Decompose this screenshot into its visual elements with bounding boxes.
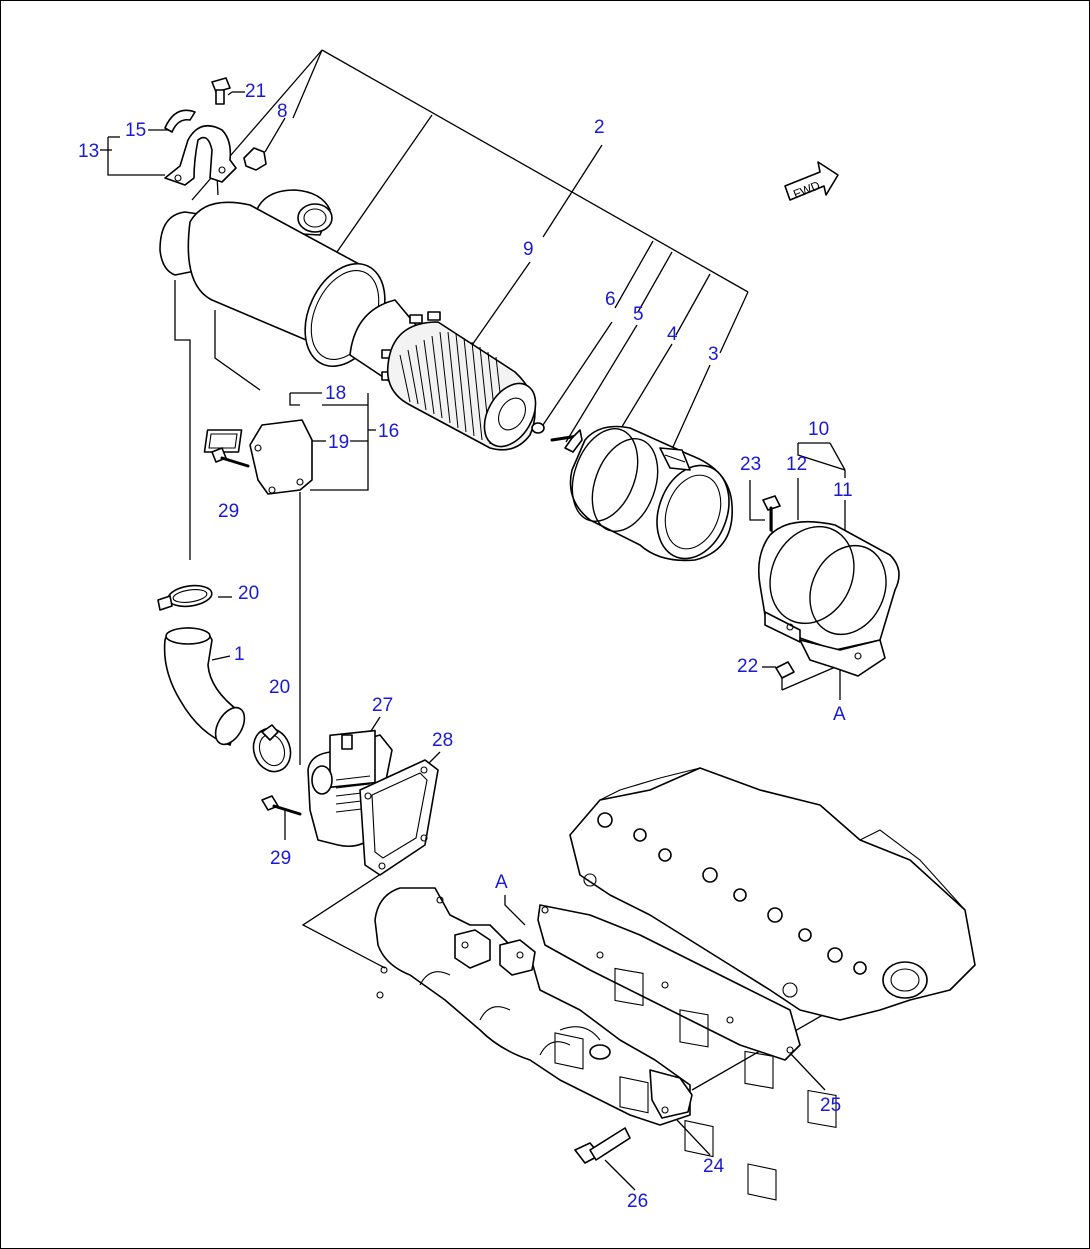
callout-3: 3 bbox=[708, 344, 719, 365]
filter-element-9 bbox=[386, 321, 537, 451]
callout-12: 12 bbox=[786, 454, 807, 475]
callout-ref-a-upper: A bbox=[495, 872, 508, 893]
leader-lines bbox=[100, 49, 846, 1191]
nut-8 bbox=[243, 147, 267, 171]
bolt-21 bbox=[211, 77, 231, 105]
bolt-23 bbox=[762, 495, 781, 532]
callout-29-lower: 29 bbox=[270, 848, 291, 869]
callout-19: 19 bbox=[328, 432, 349, 453]
callout-16: 16 bbox=[378, 421, 399, 442]
callout-5: 5 bbox=[633, 304, 644, 325]
callout-labels: 21 8 15 13 2 9 6 5 4 3 18 19 16 29 20 1 … bbox=[78, 81, 853, 1212]
bolt-22 bbox=[775, 661, 795, 679]
bolt-29-lower bbox=[261, 795, 302, 816]
callout-20-mid: 20 bbox=[269, 677, 290, 698]
callout-25: 25 bbox=[820, 1095, 841, 1116]
air-cleaner-body bbox=[159, 189, 441, 386]
bolt-29-upper bbox=[211, 447, 250, 468]
cylinder-head bbox=[569, 767, 976, 1129]
manifold-gasket-25 bbox=[537, 904, 801, 1201]
callout-4: 4 bbox=[667, 324, 678, 345]
bolt-26 bbox=[574, 1127, 631, 1164]
callout-11: 11 bbox=[833, 480, 853, 501]
elbow-hose-1 bbox=[163, 627, 246, 746]
callout-8: 8 bbox=[277, 101, 288, 122]
callout-23: 23 bbox=[740, 454, 761, 475]
callout-1: 1 bbox=[234, 644, 245, 665]
callout-21: 21 bbox=[245, 81, 266, 102]
callout-20-upper: 20 bbox=[238, 583, 259, 604]
mounting-band-10 bbox=[757, 520, 900, 677]
callout-28: 28 bbox=[432, 730, 453, 751]
hose-clamp-20-upper bbox=[157, 584, 213, 611]
callout-29-upper: 29 bbox=[218, 501, 239, 522]
callout-10: 10 bbox=[808, 419, 829, 440]
callout-24: 24 bbox=[703, 1156, 725, 1177]
callout-27: 27 bbox=[372, 695, 393, 716]
callout-2: 2 bbox=[594, 117, 605, 138]
callout-6: 6 bbox=[605, 289, 616, 310]
forward-arrow-icon: FWD bbox=[784, 161, 839, 201]
callout-15: 15 bbox=[125, 120, 146, 141]
hose-clamp-20-lower bbox=[252, 724, 292, 773]
dust-cup-cover-4 bbox=[569, 425, 733, 562]
callout-9: 9 bbox=[523, 239, 534, 260]
washer-6 bbox=[531, 422, 545, 434]
callout-13: 13 bbox=[78, 141, 99, 162]
mount-bracket-13 bbox=[164, 109, 237, 186]
intake-manifold-24 bbox=[374, 887, 693, 1126]
callout-18: 18 bbox=[325, 383, 346, 404]
callout-ref-a-lower: A bbox=[833, 704, 846, 725]
gasket-28 bbox=[359, 759, 439, 876]
callout-22: 22 bbox=[737, 656, 758, 677]
callout-26: 26 bbox=[627, 1191, 648, 1212]
wing-bolt-5 bbox=[550, 429, 583, 453]
